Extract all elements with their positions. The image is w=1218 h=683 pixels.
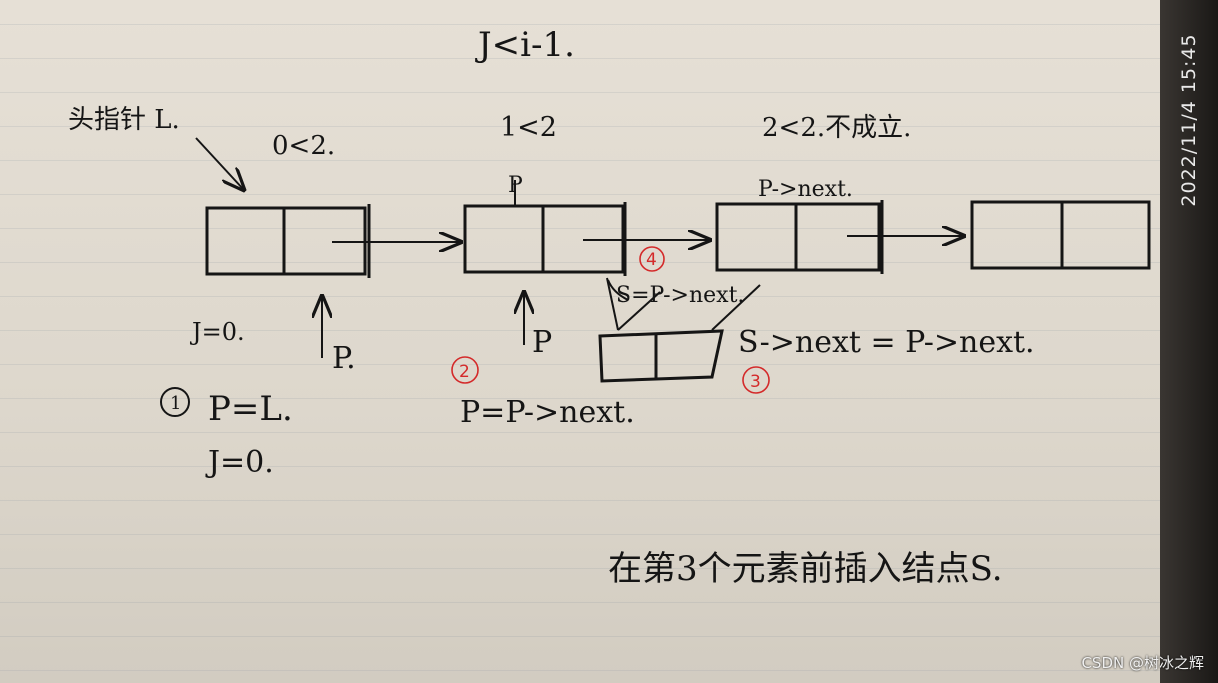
ruled-line	[0, 568, 1160, 569]
svg-text:2: 2	[459, 362, 470, 382]
ruled-line	[0, 58, 1160, 59]
ruled-line	[0, 432, 1160, 433]
step1-p-assign: P=L.	[208, 389, 293, 429]
notebook-paper	[0, 0, 1160, 683]
compare-label-3: 2<2.不成立.	[762, 113, 911, 143]
ruled-line	[0, 670, 1160, 671]
p-next-label: P->next.	[758, 177, 853, 202]
step2-assignment: P=P->next.	[460, 395, 635, 430]
ruled-line	[0, 636, 1160, 637]
list-node-4	[970, 200, 1151, 270]
ruled-line	[0, 126, 1160, 127]
watermark: CSDN @树冰之辉	[1081, 654, 1204, 672]
ruled-line	[0, 500, 1160, 501]
step-marker-2: 2	[451, 356, 479, 384]
step-marker-3: 3	[742, 366, 770, 394]
s-next-assignment: S->next = P->next.	[738, 325, 1035, 360]
step4-assignment: S=P->next.	[616, 283, 744, 308]
ruled-line	[0, 330, 1160, 331]
ruled-line	[0, 364, 1160, 365]
p-arrow-label-2: P	[532, 325, 552, 360]
ruled-line	[0, 194, 1160, 195]
ruled-line	[0, 296, 1160, 297]
photo-margin	[1160, 0, 1218, 683]
next-arrows	[195, 137, 964, 358]
svg-text:3: 3	[750, 372, 761, 392]
j-zero-label: J=0.	[189, 318, 245, 346]
ruled-line	[0, 160, 1160, 161]
step-marker-4: 4	[639, 246, 665, 272]
p-label-node2: P	[508, 173, 523, 198]
ruled-line	[0, 92, 1160, 93]
p-arrow-label-1: P.	[332, 341, 356, 376]
head-pointer-label: 头指针 L.	[68, 105, 180, 135]
svg-text:1: 1	[170, 393, 181, 414]
ruled-line	[0, 262, 1160, 263]
ruled-line	[0, 466, 1160, 467]
step1-j-assign: J=0.	[205, 445, 274, 480]
new-node-s	[598, 329, 724, 383]
ruled-line	[0, 534, 1160, 535]
ruled-line	[0, 24, 1160, 25]
loop-condition: J<i-1.	[475, 25, 575, 65]
ruled-line	[0, 228, 1160, 229]
step-marker-1: 1	[160, 387, 190, 417]
svg-text:4: 4	[646, 250, 657, 270]
compare-label-2: 1<2	[500, 112, 557, 143]
ruled-line	[0, 602, 1160, 603]
ruled-line	[0, 398, 1160, 399]
caption: 在第3个元素前插入结点S.	[608, 549, 1003, 589]
compare-label-1: 0<2.	[272, 131, 335, 161]
